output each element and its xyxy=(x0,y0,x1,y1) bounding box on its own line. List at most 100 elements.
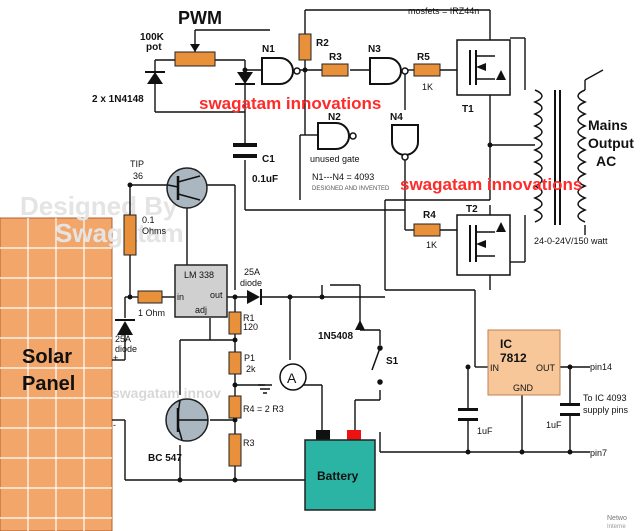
to-ic-label: To IC 4093 xyxy=(583,393,627,403)
unused-gate-label: unused gate xyxy=(310,154,360,164)
ic-gnd: GND xyxy=(513,383,534,393)
r3-low-label: R3 xyxy=(243,438,255,448)
capacitor-1uf-left xyxy=(458,408,478,421)
transformer xyxy=(533,89,587,225)
resistor-r2 xyxy=(298,33,312,61)
wiring xyxy=(112,9,604,481)
pin14-label: pin14 xyxy=(590,362,612,372)
r5-value: 1K xyxy=(422,82,433,92)
gate-ic-label: N1---N4 = 4093 xyxy=(312,172,374,182)
svg-text:A: A xyxy=(287,370,297,386)
r4-eq-label: R4 = 2 R3 xyxy=(243,404,284,414)
pin7-label: pin7 xyxy=(590,448,607,458)
switch-s1 xyxy=(371,345,383,385)
gate-n1 xyxy=(261,57,301,85)
corner-label: Netwo xyxy=(607,515,627,522)
designed-small-label: DESIGNED AND INVENTED xyxy=(312,186,390,192)
solar-plus: + xyxy=(113,353,118,363)
trafo-rating: 24-0-24V/150 watt xyxy=(534,236,608,246)
r2-label: R2 xyxy=(316,38,329,49)
capacitor-c1 xyxy=(233,143,257,158)
pot-label: pot xyxy=(146,42,162,53)
r4-label: R4 xyxy=(423,210,436,221)
panel-label: Panel xyxy=(22,373,75,395)
resistor-r1 xyxy=(228,311,242,335)
cap-b-label: 1uF xyxy=(546,420,562,430)
watermark-swagatam-mid: swagatam innovations xyxy=(400,175,582,194)
solar-panel: Solar Panel + - xyxy=(0,217,118,531)
diode-1n5408 xyxy=(355,320,365,330)
gate-n4 xyxy=(391,124,419,161)
diode-25a-left-label2: diode xyxy=(115,344,137,354)
pot-value: 100K xyxy=(140,32,165,43)
c1-label: C1 xyxy=(262,154,275,165)
lm338-label: LM 338 xyxy=(184,270,214,280)
mosfets-label: mosfets = IRZ44n xyxy=(408,6,479,16)
ic-out: OUT xyxy=(536,363,556,373)
r-01-value: 0.1 xyxy=(142,215,155,225)
t2-label: T2 xyxy=(466,204,478,215)
resistor-r3 xyxy=(321,63,349,77)
battery-neg-terminal xyxy=(316,430,330,440)
r-1ohm-label: 1 Ohm xyxy=(138,308,165,318)
t1-label: T1 xyxy=(462,104,474,115)
in5408-label: 1N5408 xyxy=(318,331,353,342)
n1-label: N1 xyxy=(262,44,275,55)
solar-label: Solar xyxy=(22,346,72,368)
supply-label: supply pins xyxy=(583,405,629,415)
ground-icon xyxy=(258,384,272,394)
diode-25a-left xyxy=(115,319,135,335)
lm338-in: in xyxy=(177,292,184,302)
n2-label: N2 xyxy=(328,112,341,123)
r4-value: 1K xyxy=(426,240,437,250)
lm338-out: out xyxy=(210,290,223,300)
diode-25a-top-label: 25A xyxy=(244,267,260,277)
mosfet-t1 xyxy=(456,39,511,96)
resistor-1-ohm xyxy=(137,290,163,304)
mains-label: Mains xyxy=(588,117,628,133)
pot-100k xyxy=(174,51,216,67)
r5-label: R5 xyxy=(417,52,430,63)
c1-value: 0.1uF xyxy=(252,174,278,185)
resistor-r5 xyxy=(413,63,441,77)
tip-number: 36 xyxy=(133,171,143,181)
cap-a-label: 1uF xyxy=(477,426,493,436)
pot-wiper-icon xyxy=(190,44,200,52)
diode-25a-top xyxy=(247,289,262,305)
resistor-r4 xyxy=(413,223,441,237)
output-label: Output xyxy=(588,135,634,151)
gate-n2 xyxy=(317,122,357,150)
diode-25a-left-label: 25A xyxy=(115,334,131,344)
tip-label: TIP xyxy=(130,159,144,169)
pwm-title: PWM xyxy=(178,8,222,28)
s1-label: S1 xyxy=(386,356,399,367)
transistor-bc547 xyxy=(165,398,209,442)
ic-label: IC xyxy=(500,337,512,351)
transistor-tip36 xyxy=(166,167,208,209)
resistor-r4-low xyxy=(228,395,242,419)
diode-1n4148-right xyxy=(235,72,255,85)
ic-number: 7812 xyxy=(500,351,527,365)
r1-label: R1 xyxy=(243,313,255,323)
resistor-r3-low xyxy=(228,433,242,467)
r-01-unit: Ohms xyxy=(142,226,167,236)
diode-1n4148-left xyxy=(145,71,165,84)
potentiometer-p1 xyxy=(228,351,242,375)
battery-label: Battery xyxy=(317,469,359,483)
mosfet-t2 xyxy=(456,214,511,276)
bc547-label: BC 547 xyxy=(148,453,182,464)
ac-label: AC xyxy=(596,153,616,169)
battery xyxy=(304,439,376,511)
lm338-regulator xyxy=(174,264,228,318)
junctions xyxy=(127,67,573,483)
ic-in: IN xyxy=(490,363,499,373)
diodes-label: 2 x 1N4148 xyxy=(92,94,144,105)
corner-label-2: Interne xyxy=(607,524,626,530)
diode-25a-top-label2: diode xyxy=(240,278,262,288)
resistor-0-1-ohm xyxy=(123,214,137,256)
lm338-adj: adj xyxy=(195,305,207,315)
swagatam-watermark: Swagatam xyxy=(55,218,184,248)
gate-n3 xyxy=(369,57,409,85)
p1-value: 2k xyxy=(246,364,256,374)
